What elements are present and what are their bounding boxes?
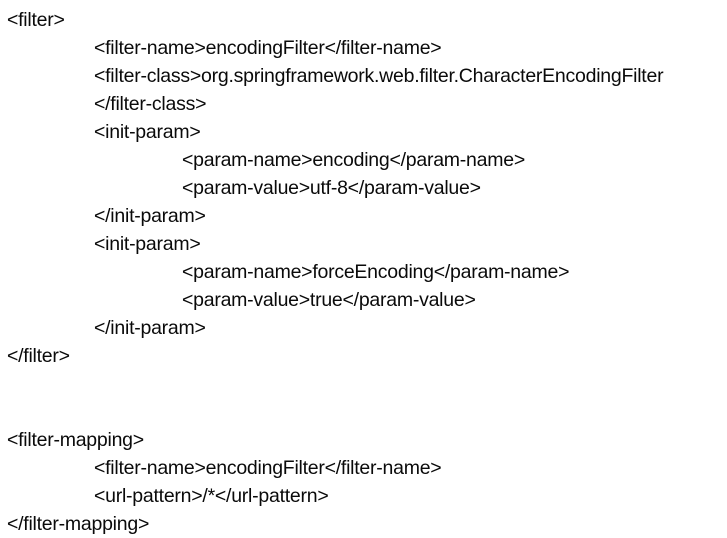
- code-line: <url-pattern>/*</url-pattern>: [94, 485, 329, 507]
- code-line-blank: [0, 398, 727, 426]
- code-line: <filter>: [7, 9, 65, 31]
- code-line: <param-value>utf-8</param-value>: [182, 177, 481, 199]
- code-line: <init-param>: [94, 233, 201, 255]
- code-line: </filter-mapping>: [7, 513, 150, 535]
- code-line: </filter>: [7, 345, 70, 367]
- code-line: <filter-name>encodingFilter</filter-name…: [94, 37, 442, 59]
- code-line: <filter-mapping>: [7, 429, 144, 451]
- code-line: <param-value>true</param-value>: [182, 289, 476, 311]
- code-line: <param-name>encoding</param-name>: [182, 149, 525, 171]
- code-line: <param-name>forceEncoding</param-name>: [182, 261, 570, 283]
- code-line: <filter-class>org.springframework.web.fi…: [94, 65, 664, 87]
- code-line: <init-param>: [94, 121, 201, 143]
- code-listing: <filter> <filter-name>encodingFilter</fil…: [0, 6, 727, 538]
- code-line: <filter-name>encodingFilter</filter-name…: [94, 457, 442, 479]
- code-line: </init-param>: [94, 317, 206, 339]
- code-line-blank: [0, 370, 727, 398]
- code-snippet-document: <filter> <filter-name>encodingFilter</fil…: [7, 9, 664, 535]
- code-line: </filter-class>: [94, 93, 207, 115]
- code-line: </init-param>: [94, 205, 206, 227]
